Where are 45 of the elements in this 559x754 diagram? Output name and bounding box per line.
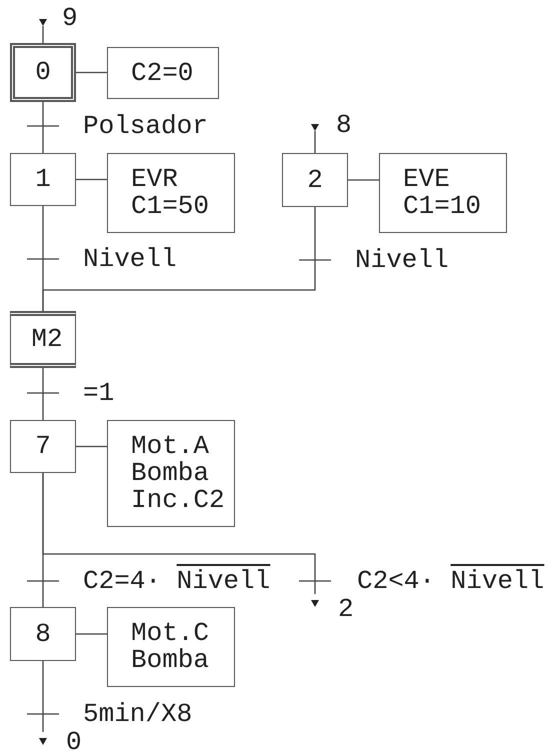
step-number: 8 [35, 620, 51, 648]
step-box [10, 153, 76, 206]
action-box [107, 153, 235, 233]
action-box [107, 607, 235, 687]
action-link [76, 72, 107, 74]
transition-condition: =1 [83, 378, 114, 408]
action-link [348, 179, 379, 181]
transition-condition: Polsador [83, 111, 208, 141]
transition-condition: C2=4· Nivell [83, 566, 270, 596]
step-box [10, 420, 76, 473]
action-text: Mot.A Bomba Inc.C2 [131, 433, 225, 514]
transition-condition: Nivell [83, 244, 177, 274]
action-text: EVR C1=50 [131, 166, 210, 220]
step-reference: 2 [338, 594, 354, 624]
action-box [107, 420, 235, 527]
arrow [39, 19, 47, 43]
action-text: EVE C1=10 [403, 166, 482, 220]
connection-line [42, 207, 316, 311]
action-text: Mot.C Bomba [131, 620, 210, 674]
arrow [39, 661, 47, 745]
action-box [107, 47, 219, 99]
transition-condition: C2<4· Nivell [357, 566, 544, 596]
transition-condition: 5min/X8 [83, 699, 192, 729]
action-link [76, 178, 107, 180]
step-number: 7 [35, 433, 51, 460]
step-reference: 0 [66, 727, 82, 754]
connection-line [42, 102, 44, 153]
action-text: C2=0 [131, 60, 194, 86]
step-number: M2 [31, 326, 63, 353]
step-number: 2 [307, 166, 323, 194]
arrow [311, 124, 319, 153]
step-box [282, 153, 348, 207]
step-reference: 8 [336, 110, 352, 140]
initial-step-box [10, 43, 76, 102]
transition-condition: Nivell [355, 245, 449, 275]
arrow [42, 473, 319, 607]
macro-step-box [10, 311, 76, 368]
step-box [10, 607, 76, 661]
step-number: 0 [35, 59, 51, 86]
connection-line [42, 368, 44, 420]
action-link [76, 633, 107, 635]
action-box [379, 153, 507, 233]
step-reference: 9 [62, 3, 78, 33]
step-number: 1 [35, 166, 51, 193]
action-link [76, 446, 107, 448]
